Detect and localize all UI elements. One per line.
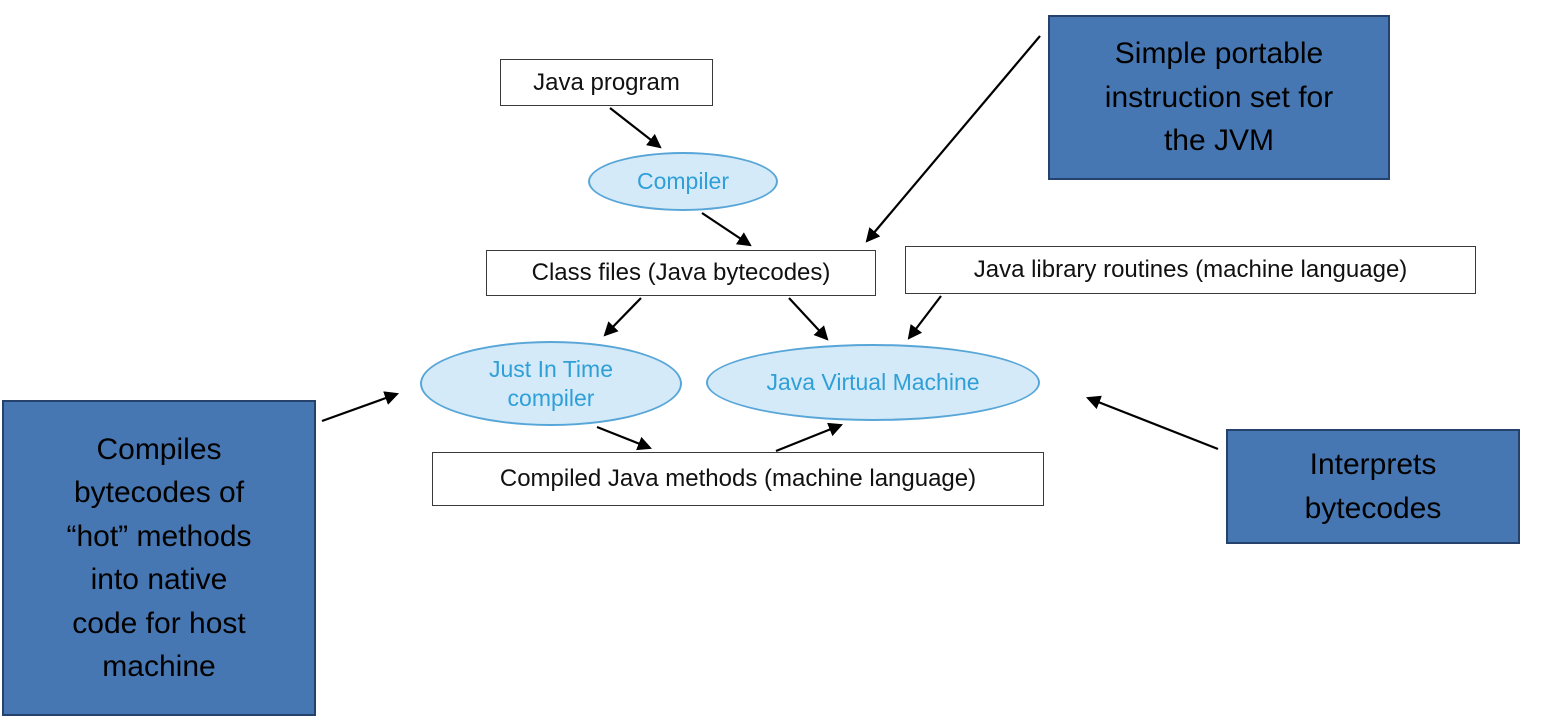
node-jit-compiler: Just In Time compiler — [420, 341, 682, 426]
arrow-compiled-methods-to-jvm — [775, 422, 843, 453]
node-class-files: Class files (Java bytecodes) — [486, 250, 876, 296]
arrow-jit-to-compiled-methods — [596, 425, 652, 451]
arrow-jvm-note-to-jvm — [1086, 395, 1219, 451]
callout-jit-note: Compiles bytecodes of “hot” methods into… — [2, 400, 316, 716]
arrow-jit-note-to-jit — [321, 391, 400, 423]
callout-instruction-set-note: Simple portable instruction set for the … — [1048, 15, 1390, 180]
node-java-library-routines: Java library routines (machine language) — [905, 246, 1476, 294]
arrow-compiler-to-class-files — [701, 212, 752, 247]
arrow-library-to-jvm — [907, 295, 942, 340]
arrow-class-files-to-jit — [603, 297, 642, 337]
callout-jvm-note: Interprets bytecodes — [1226, 429, 1520, 544]
node-java-virtual-machine: Java Virtual Machine — [706, 344, 1040, 421]
node-java-program: Java program — [500, 59, 713, 106]
arrow-java-program-to-compiler — [609, 107, 662, 149]
node-compiled-java-methods: Compiled Java methods (machine language) — [432, 452, 1044, 506]
arrow-instruction-set-note-to-class-files — [865, 35, 1041, 243]
arrow-class-files-to-jvm — [788, 297, 829, 341]
node-compiler: Compiler — [588, 152, 778, 211]
